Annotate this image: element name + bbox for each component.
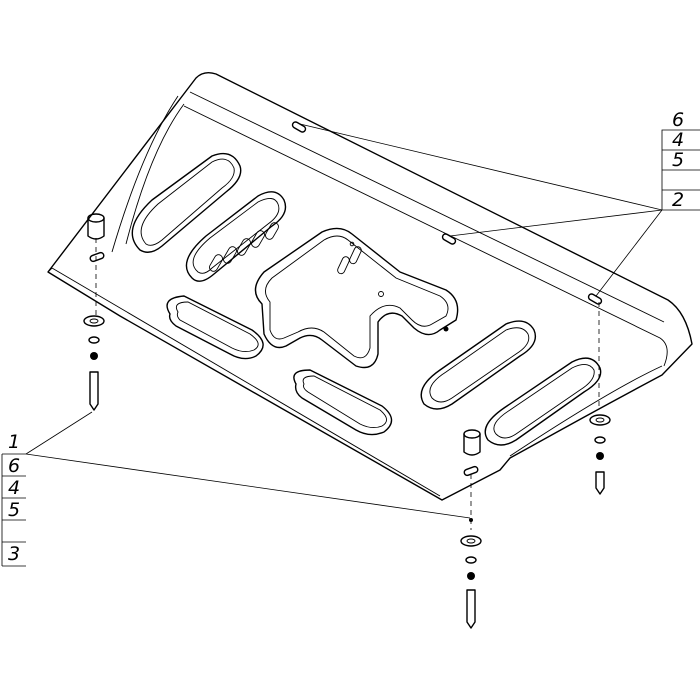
callout-stack-right: 6 4 5 2	[299, 109, 700, 297]
left-wall-curve-2	[111, 95, 179, 253]
callout-4-right: 4	[672, 129, 684, 151]
mounting-slots	[89, 121, 603, 477]
plate-outline	[47, 71, 693, 501]
callout-1-left: 1	[8, 431, 20, 453]
stamped-recesses	[131, 152, 602, 446]
left-wall-curve	[125, 103, 185, 245]
callout-5-right: 5	[672, 149, 684, 171]
ventilation-slots	[209, 222, 449, 332]
callout-6-left: 6	[8, 455, 20, 477]
callout-stack-left: 1 6 4 5 3	[1, 411, 471, 567]
front-bend-line	[47, 267, 441, 497]
leader-lines-left	[25, 411, 471, 519]
rear-flange-line	[189, 91, 665, 323]
fastener-stack-front	[460, 474, 482, 629]
callout-2-right: 2	[672, 189, 684, 211]
callout-6-right: 6	[672, 109, 684, 131]
fastener-stack-right	[589, 302, 611, 495]
callout-5-left: 5	[8, 499, 20, 521]
spacer-bushing-left	[87, 213, 105, 240]
rear-flange-line-2	[183, 105, 668, 367]
callout-3-left: 3	[8, 543, 20, 565]
right-wall-curve	[509, 365, 663, 457]
callout-4-left: 4	[8, 477, 20, 499]
leader-lines-right	[299, 123, 663, 297]
fastener-stack-left	[83, 238, 105, 411]
skid-plate	[47, 71, 693, 501]
m-shaped-recess	[254, 227, 459, 369]
spacer-bushing-front	[463, 429, 481, 456]
